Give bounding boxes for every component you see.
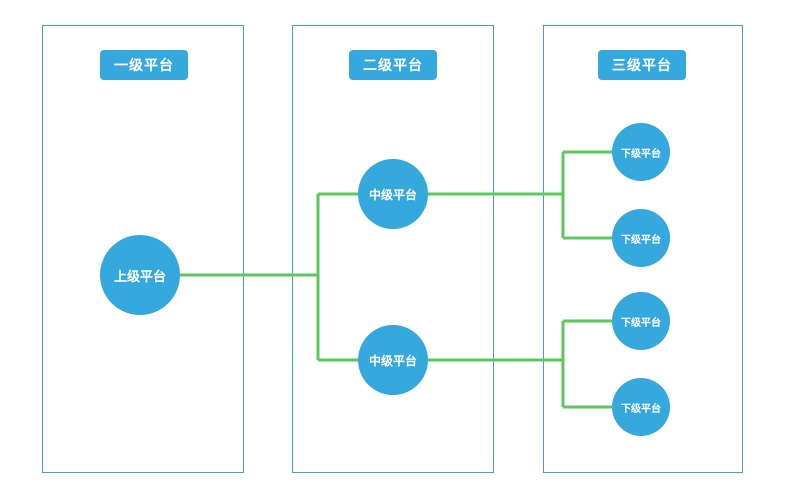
- node-subordinate-platform-3[interactable]: 下级平台: [612, 292, 670, 350]
- node-superior-platform[interactable]: 上级平台: [100, 235, 180, 315]
- node-label: 下级平台: [621, 317, 661, 329]
- node-label: 中级平台: [368, 353, 417, 368]
- panel-level-3: [543, 25, 743, 473]
- node-label: 下级平台: [621, 403, 661, 415]
- panel-title-label: 二级平台: [363, 58, 423, 74]
- node-label: 中级平台: [368, 187, 417, 202]
- node-label: 下级平台: [621, 234, 661, 246]
- node-label: 下级平台: [621, 148, 661, 160]
- panel-title-label: 三级平台: [612, 58, 672, 74]
- node-label: 上级平台: [113, 269, 166, 285]
- panel-title-level-3: 三级平台: [598, 50, 686, 80]
- node-intermediate-platform-1[interactable]: 中级平台: [358, 159, 428, 229]
- node-subordinate-platform-2[interactable]: 下级平台: [612, 209, 670, 267]
- node-intermediate-platform-2[interactable]: 中级平台: [358, 325, 428, 395]
- panel-title-label: 一级平台: [114, 58, 174, 74]
- node-subordinate-platform-1[interactable]: 下级平台: [612, 123, 670, 181]
- panel-level-1: [42, 25, 244, 473]
- node-subordinate-platform-4[interactable]: 下级平台: [612, 378, 670, 436]
- panel-title-level-2: 二级平台: [349, 50, 437, 80]
- panel-level-2: [292, 25, 494, 473]
- panel-title-level-1: 一级平台: [100, 50, 188, 80]
